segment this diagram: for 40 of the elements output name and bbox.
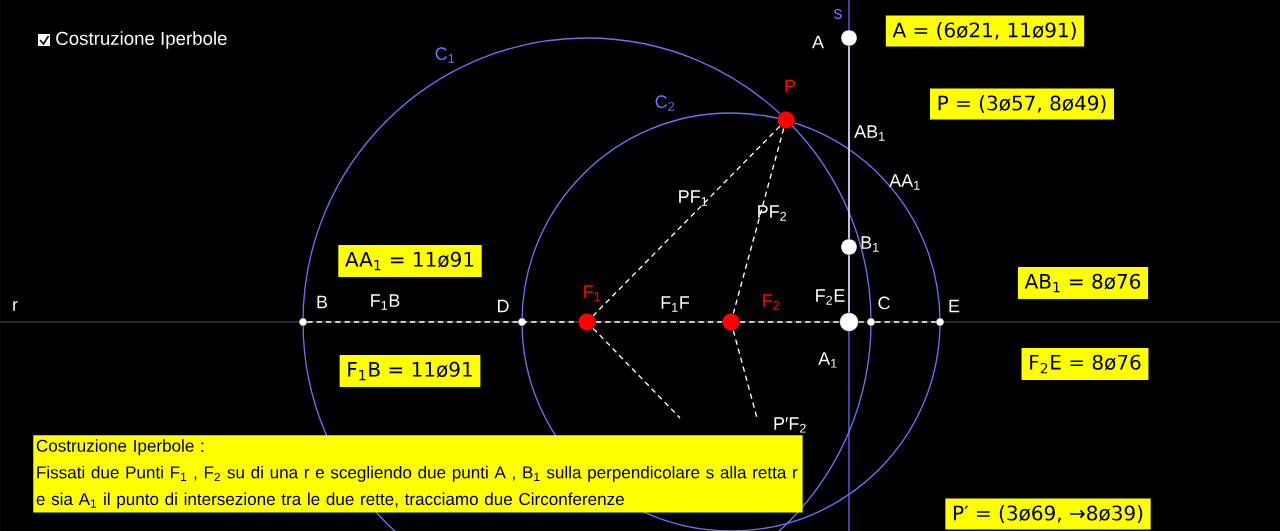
point-label: A$_{1}$ bbox=[818, 352, 837, 368]
curve-label: AA$_{1}$ bbox=[889, 174, 920, 190]
value-box: AB$_{1}$ = 8ø76 bbox=[1017, 267, 1149, 299]
line-label: s bbox=[834, 9, 842, 19]
value-box: P′ = (3ø69, →8ø39) bbox=[945, 498, 1151, 530]
point-label: F$_{1}$ bbox=[584, 285, 601, 301]
line-segment bbox=[848, 254, 850, 314]
value-box: F$_{1}$B = 11ø91 bbox=[339, 355, 481, 387]
value-box: F$_{2}$E = 8ø76 bbox=[1021, 348, 1149, 380]
point-label: D bbox=[498, 299, 509, 313]
checkbox-label: Costruzione Iperbole bbox=[56, 31, 227, 49]
point-label: A bbox=[812, 35, 824, 49]
value-box: AA$_{1}$ = 11ø91 bbox=[338, 245, 482, 277]
segment-label: PF$_{1}$ bbox=[679, 190, 708, 206]
point-label: P bbox=[785, 79, 796, 93]
curve-label: C$_{1}$ bbox=[435, 47, 455, 63]
point-label: B bbox=[317, 295, 328, 309]
point-label: F$_{2}$ bbox=[763, 294, 780, 310]
segment-label: F$_{2}$E bbox=[816, 289, 845, 305]
line-segment bbox=[739, 321, 841, 323]
segment-label: F$_{1}$B bbox=[371, 294, 400, 310]
point-label: C bbox=[878, 296, 890, 310]
line-segment bbox=[732, 127, 785, 315]
line-segment bbox=[732, 329, 758, 419]
curve-label: C$_{2}$ bbox=[655, 95, 675, 111]
value-box: P = (3ø57, 8ø49) bbox=[930, 88, 1114, 120]
line-segment bbox=[592, 125, 781, 317]
value-box: A = (6ø21, 11ø91) bbox=[885, 15, 1085, 47]
segment-label: F$_{1}$F bbox=[661, 296, 690, 312]
line-segment bbox=[592, 327, 681, 419]
line-label: r bbox=[13, 301, 18, 311]
line-segment bbox=[595, 321, 723, 323]
point-label: E bbox=[949, 299, 960, 313]
segment-label: AB$_{1}$ bbox=[854, 125, 885, 141]
point-label: B$_{1}$ bbox=[861, 236, 879, 252]
segment-label: P′F$_{2}$ bbox=[774, 417, 806, 433]
segment-label: PF$_{2}$ bbox=[758, 205, 787, 221]
line-segment bbox=[874, 321, 937, 323]
line-segment bbox=[848, 45, 850, 240]
text-box: Costruzione Iperbole : Fissati due Punti F$_{1}$ , F$_{2}$ su di una r e scegliendo due punti A , B$_{1}$ sulla perpendicolare s alla retta r e sia A$_{1}$ il punto di intersezione tra le due rette, tracciamo due Circonferenze bbox=[33, 435, 803, 513]
